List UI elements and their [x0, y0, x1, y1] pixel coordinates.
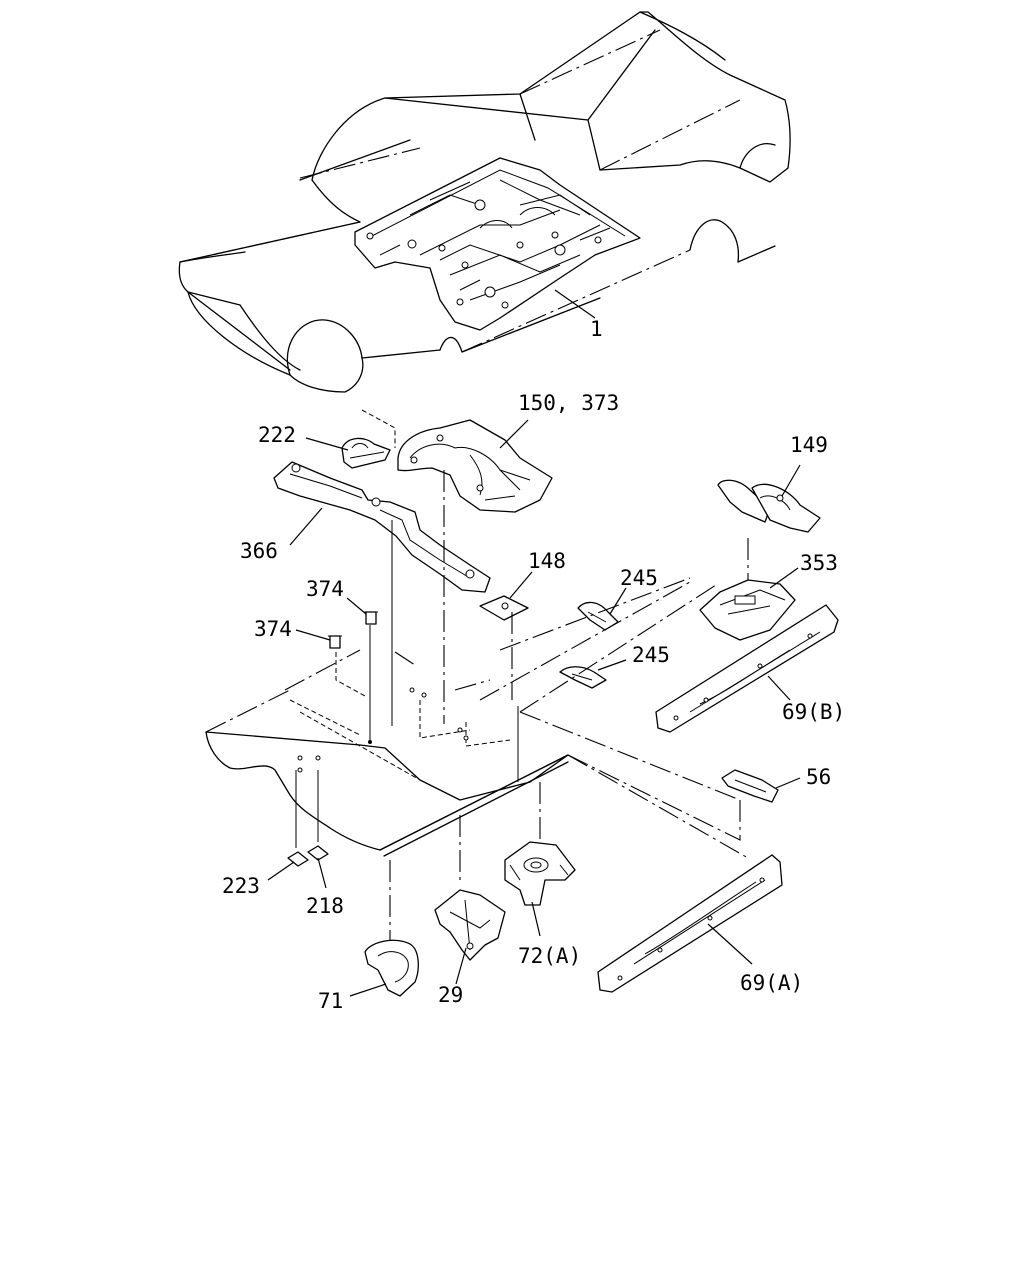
leader-223: [267, 861, 295, 881]
tunnel-part-150: [397, 419, 553, 513]
bracket-part-56: [721, 769, 779, 803]
leader-149: [781, 464, 801, 497]
bracket-part-245-lower: [559, 666, 607, 689]
bolt-part-374-upper: [364, 611, 378, 625]
callout-218: 218: [306, 894, 344, 918]
leader-71: [349, 983, 387, 997]
bolt-part-374-lower: [328, 635, 342, 649]
callout-150-373: 150, 373: [518, 391, 619, 415]
leader-69b: [767, 675, 791, 701]
callout-149: 149: [790, 433, 828, 457]
callout-1: 1: [590, 317, 603, 341]
mount-part-72a: [504, 841, 576, 906]
bracket-part-223: [287, 851, 309, 867]
leader-150: [499, 419, 529, 449]
callout-69b: 69(B): [782, 700, 845, 724]
leader-353: [769, 567, 799, 589]
leader-366: [289, 507, 323, 546]
callout-69a: 69(A): [740, 971, 803, 995]
callout-72a: 72(A): [518, 944, 581, 968]
callout-245-upper: 245: [620, 566, 658, 590]
leader-374-lower: [295, 629, 331, 641]
leader-245-upper: [609, 587, 627, 615]
sill-part-69a: [597, 854, 783, 993]
leader-69a: [707, 923, 753, 965]
callout-29: 29: [438, 983, 463, 1007]
part-149: [717, 479, 821, 533]
leader-56: [775, 777, 801, 789]
bracket-part-29: [434, 889, 506, 961]
leader-29: [455, 947, 467, 985]
floor-assembly-outline: [205, 577, 741, 857]
part-71: [364, 939, 419, 997]
crossmember-part-366: [273, 461, 491, 593]
leader-374-upper: [346, 597, 367, 615]
assembly-guide-lines: [295, 470, 749, 942]
leader-1: [554, 289, 596, 319]
callout-223: 223: [222, 874, 260, 898]
plate-part-148: [479, 595, 529, 621]
callout-222: 222: [258, 423, 296, 447]
leader-72a: [531, 901, 541, 937]
floor-panel-part-1: [354, 157, 641, 331]
callout-353: 353: [800, 551, 838, 575]
leader-148: [509, 571, 533, 599]
callout-366: 366: [240, 539, 278, 563]
leader-222: [305, 437, 349, 451]
bracket-part-218: [307, 845, 329, 861]
vehicle-body-outline: [178, 11, 791, 393]
callout-374-lower: 374: [254, 617, 292, 641]
part-353: [699, 579, 796, 641]
callout-374-upper: 374: [306, 577, 344, 601]
bracket-part-222: [341, 437, 391, 469]
callout-71: 71: [318, 989, 343, 1013]
leader-245-lower: [597, 659, 627, 671]
callout-148: 148: [528, 549, 566, 573]
sill-part-69b: [655, 604, 839, 733]
callout-56: 56: [806, 765, 831, 789]
leader-218: [317, 857, 327, 889]
callout-245-lower: 245: [632, 643, 670, 667]
